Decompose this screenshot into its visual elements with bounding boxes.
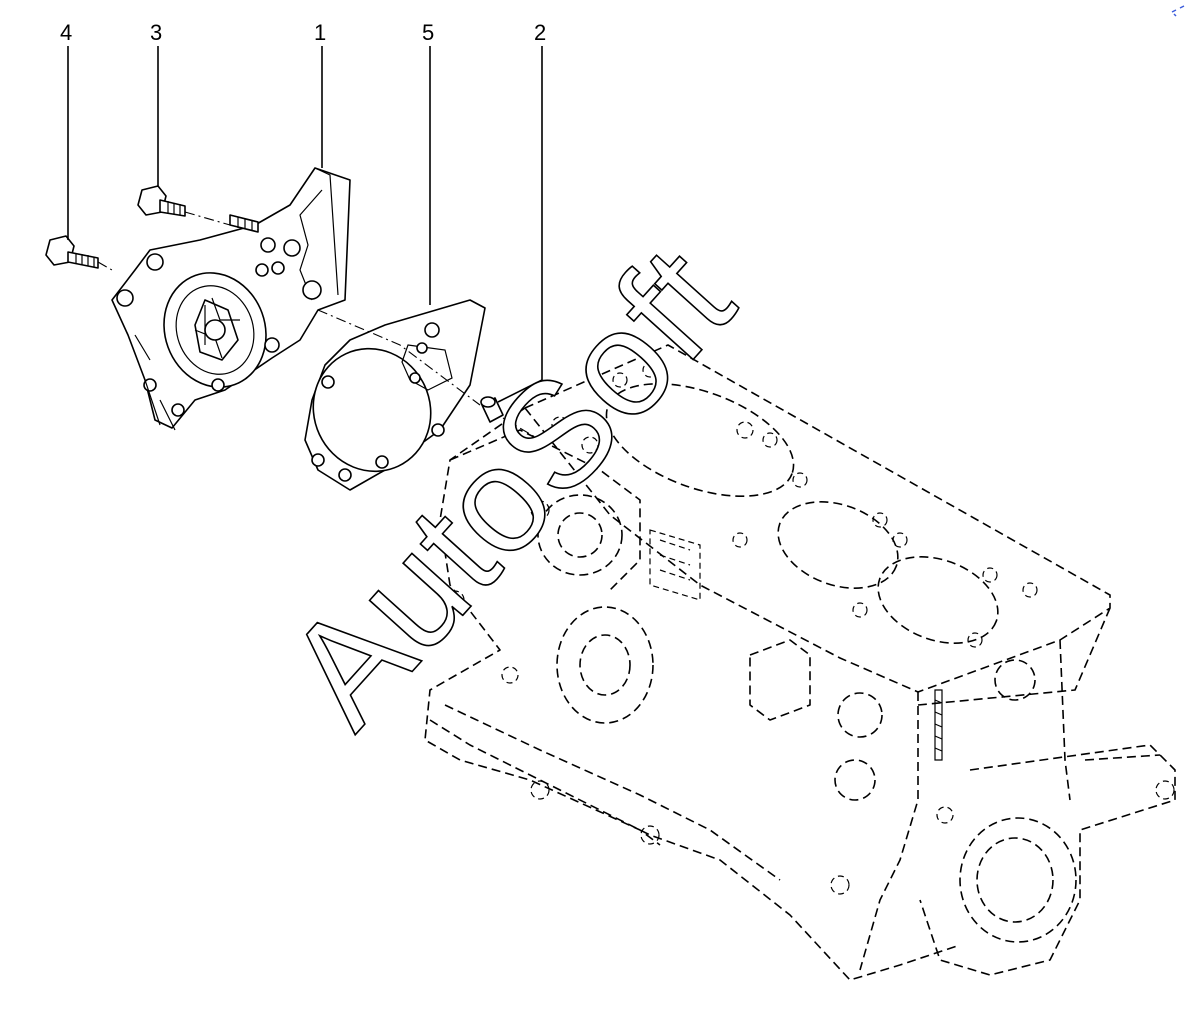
bolt-part-3 bbox=[137, 185, 186, 217]
assembly-axes bbox=[97, 211, 541, 441]
dowel-pin bbox=[480, 396, 504, 423]
gasket bbox=[304, 299, 486, 491]
callout-2: 2 bbox=[534, 20, 546, 45]
stud-bolt bbox=[229, 214, 259, 233]
bolt-part-4 bbox=[45, 235, 99, 269]
callout-1: 1 bbox=[314, 20, 326, 45]
callout-5: 5 bbox=[422, 20, 434, 45]
engine-block bbox=[424, 344, 1176, 981]
water-pump bbox=[111, 167, 351, 431]
corner-mark-icon bbox=[1171, 5, 1185, 17]
callout-4: 4 bbox=[60, 20, 72, 45]
leader-lines bbox=[67, 46, 543, 403]
callout-3: 3 bbox=[150, 20, 162, 45]
